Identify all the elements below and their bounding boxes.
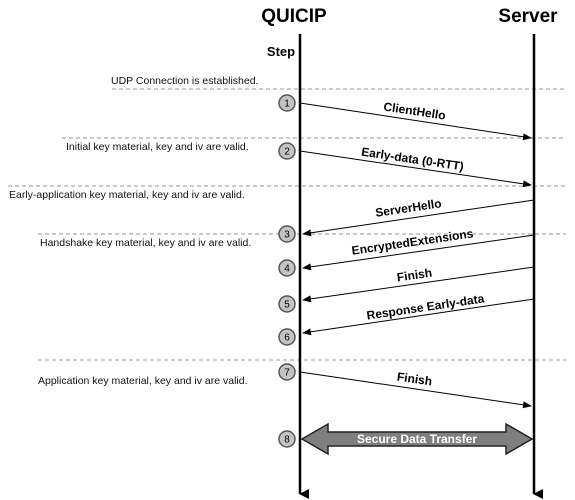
message-label: Response Early-data bbox=[366, 291, 486, 322]
step-circle bbox=[278, 363, 296, 381]
arrow-line bbox=[302, 234, 535, 271]
server-title: Server bbox=[498, 6, 558, 27]
step-marker: 6 bbox=[278, 328, 296, 346]
step-number: 5 bbox=[284, 300, 290, 311]
client-title: QUICIP bbox=[261, 6, 327, 27]
message-label: ClientHello bbox=[383, 99, 447, 122]
message-finish-client: Finish bbox=[299, 370, 532, 409]
message-label: EncryptedExtensions bbox=[351, 226, 475, 257]
step-marker: 1 bbox=[278, 94, 296, 112]
step-circle bbox=[278, 259, 296, 277]
message-label: Early-data (0-RTT) bbox=[360, 145, 464, 174]
double-arrow-icon bbox=[300, 422, 534, 456]
arrow-line bbox=[299, 102, 532, 141]
arrow-line bbox=[302, 199, 535, 237]
step-marker: 4 bbox=[278, 259, 296, 277]
step-number: 4 bbox=[284, 264, 290, 275]
arrow-line bbox=[299, 150, 532, 188]
message-label: Finish bbox=[396, 370, 433, 389]
step-number: 8 bbox=[284, 435, 290, 446]
arrow-line bbox=[299, 371, 532, 409]
message-early-data: Early-data (0-RTT) bbox=[299, 145, 532, 188]
message-response-early-data: Response Early-data bbox=[302, 291, 535, 336]
step-circle bbox=[278, 225, 296, 243]
step-marker: 5 bbox=[278, 295, 296, 313]
step-number: 2 bbox=[284, 147, 290, 158]
message-clienthello: ClientHello bbox=[299, 99, 532, 141]
secure-transfer-label: Secure Data Transfer bbox=[357, 432, 477, 446]
step-number: 6 bbox=[284, 333, 290, 344]
step-number: 7 bbox=[284, 368, 290, 379]
step-marker: 8 bbox=[278, 430, 296, 448]
step-marker: 3 bbox=[278, 225, 296, 243]
step-circle bbox=[278, 142, 296, 160]
message-encryptedextensions: EncryptedExtensions bbox=[302, 226, 535, 271]
note-initial-key: Initial key material, key and iv are val… bbox=[66, 141, 249, 153]
arrow-line bbox=[302, 266, 535, 303]
step-circle bbox=[278, 94, 296, 112]
step-marker: 7 bbox=[278, 363, 296, 381]
note-separators bbox=[8, 88, 566, 361]
message-serverhello: ServerHello bbox=[302, 196, 535, 237]
step-number: 1 bbox=[284, 99, 290, 110]
step-circle bbox=[278, 295, 296, 313]
secure-data-transfer: Secure Data Transfer bbox=[300, 422, 534, 456]
step-circle bbox=[278, 328, 296, 346]
message-label: Finish bbox=[396, 266, 433, 285]
step-marker: 2 bbox=[278, 142, 296, 160]
step-circle bbox=[278, 430, 296, 448]
message-label: ServerHello bbox=[374, 196, 442, 220]
note-udp-established: UDP Connection is established. bbox=[111, 75, 258, 87]
arrow-line bbox=[302, 298, 535, 336]
step-number: 3 bbox=[284, 230, 290, 241]
message-finish-server: Finish bbox=[302, 266, 535, 303]
note-handshake-key: Handshake key material, key and iv are v… bbox=[40, 237, 251, 249]
note-early-application-key: Early-application key material, key and … bbox=[9, 189, 245, 201]
step-column-label: Step bbox=[267, 44, 295, 59]
note-application-key: Application key material, key and iv are… bbox=[38, 375, 248, 387]
